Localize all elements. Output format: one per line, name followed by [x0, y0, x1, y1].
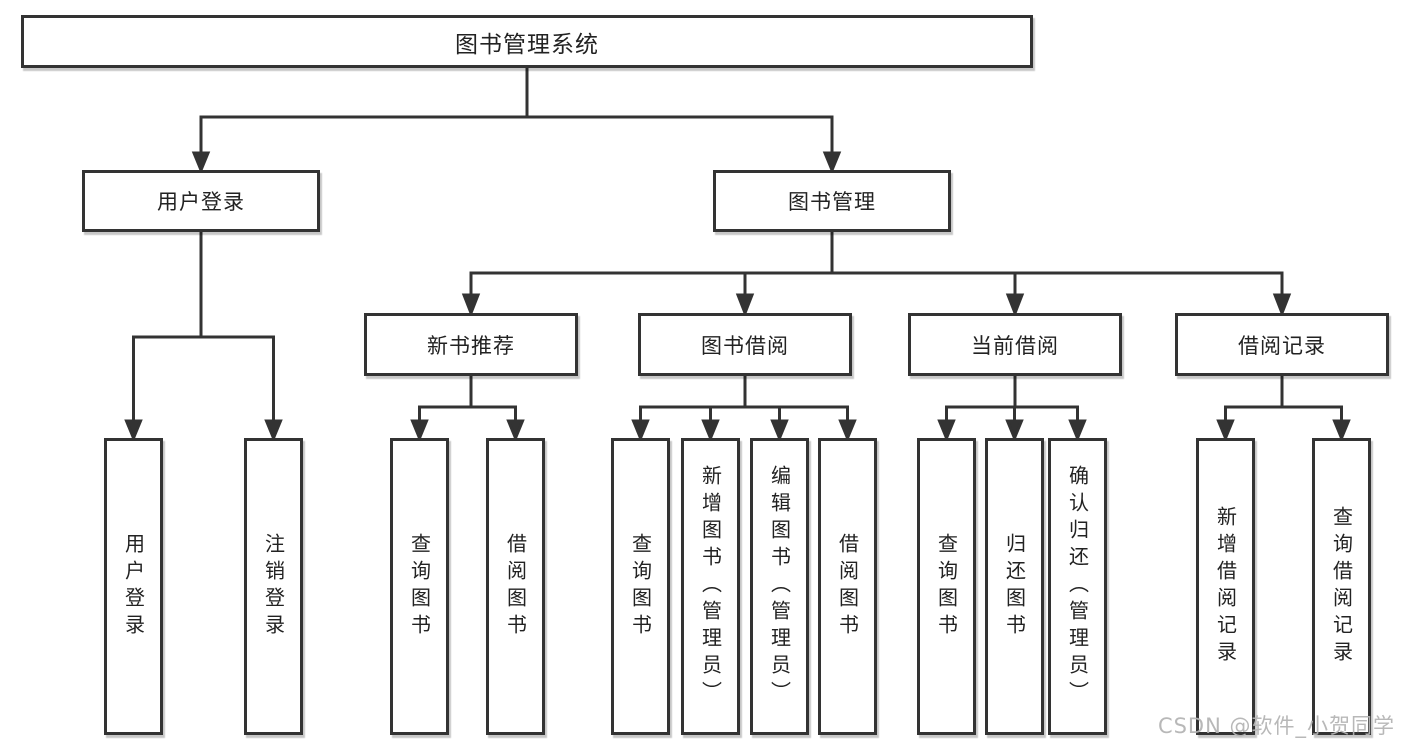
leaf-bb-add-books-admin: 新增图书（管理员） — [681, 438, 740, 735]
leaf-cb-return-books: 归还图书 — [985, 438, 1044, 735]
node-label: 借阅图书 — [503, 532, 528, 641]
node-label: 图书借阅 — [701, 333, 789, 358]
node-borrow-records: 借阅记录 — [1175, 313, 1389, 376]
csdn-watermark: CSDN @软件_小贺同学 — [1157, 714, 1395, 738]
node-book-management: 图书管理 — [713, 170, 951, 232]
leaf-bb-borrow-books: 借阅图书 — [818, 438, 877, 735]
leaf-cb-confirm-return-admin: 确认归还（管理员） — [1048, 438, 1107, 735]
node-label: 图书管理 — [788, 190, 876, 214]
node-label: 注销登录 — [261, 532, 286, 641]
node-label: 借阅图书 — [835, 532, 860, 641]
node-label: 查询图书 — [934, 532, 959, 641]
leaf-user-login: 用户登录 — [104, 438, 163, 735]
node-root: 图书管理系统 — [21, 15, 1033, 68]
node-label: 查询图书 — [407, 532, 432, 641]
node-label: 查询图书 — [628, 532, 653, 641]
leaf-br-query-record: 查询借阅记录 — [1312, 438, 1371, 735]
node-label: 查询借阅记录 — [1329, 505, 1354, 668]
node-label: 用户登录 — [157, 190, 245, 214]
node-new-book-recommend: 新书推荐 — [364, 313, 578, 376]
leaf-bb-edit-books-admin: 编辑图书（管理员） — [750, 438, 809, 735]
node-user-login: 用户登录 — [82, 170, 320, 232]
node-label: 确认归还（管理员） — [1065, 465, 1090, 708]
leaf-logout: 注销登录 — [244, 438, 303, 735]
leaf-bb-query-books: 查询图书 — [611, 438, 670, 735]
node-current-borrow: 当前借阅 — [908, 313, 1122, 376]
node-label: 新增借阅记录 — [1213, 505, 1238, 668]
node-label: 新增图书（管理员） — [698, 465, 723, 708]
node-label: 借阅记录 — [1238, 333, 1326, 358]
node-label: 新书推荐 — [427, 333, 515, 358]
node-label: 图书管理系统 — [455, 31, 599, 58]
leaf-nbr-borrow-books: 借阅图书 — [486, 438, 545, 735]
leaf-br-add-record: 新增借阅记录 — [1196, 438, 1255, 735]
node-label: 编辑图书（管理员） — [767, 465, 792, 708]
leaf-cb-query-books: 查询图书 — [917, 438, 976, 735]
node-label: 当前借阅 — [971, 333, 1059, 358]
node-book-borrow: 图书借阅 — [638, 313, 852, 376]
node-label: 归还图书 — [1002, 532, 1027, 641]
leaf-nbr-query-books: 查询图书 — [390, 438, 449, 735]
node-label: 用户登录 — [121, 532, 146, 641]
